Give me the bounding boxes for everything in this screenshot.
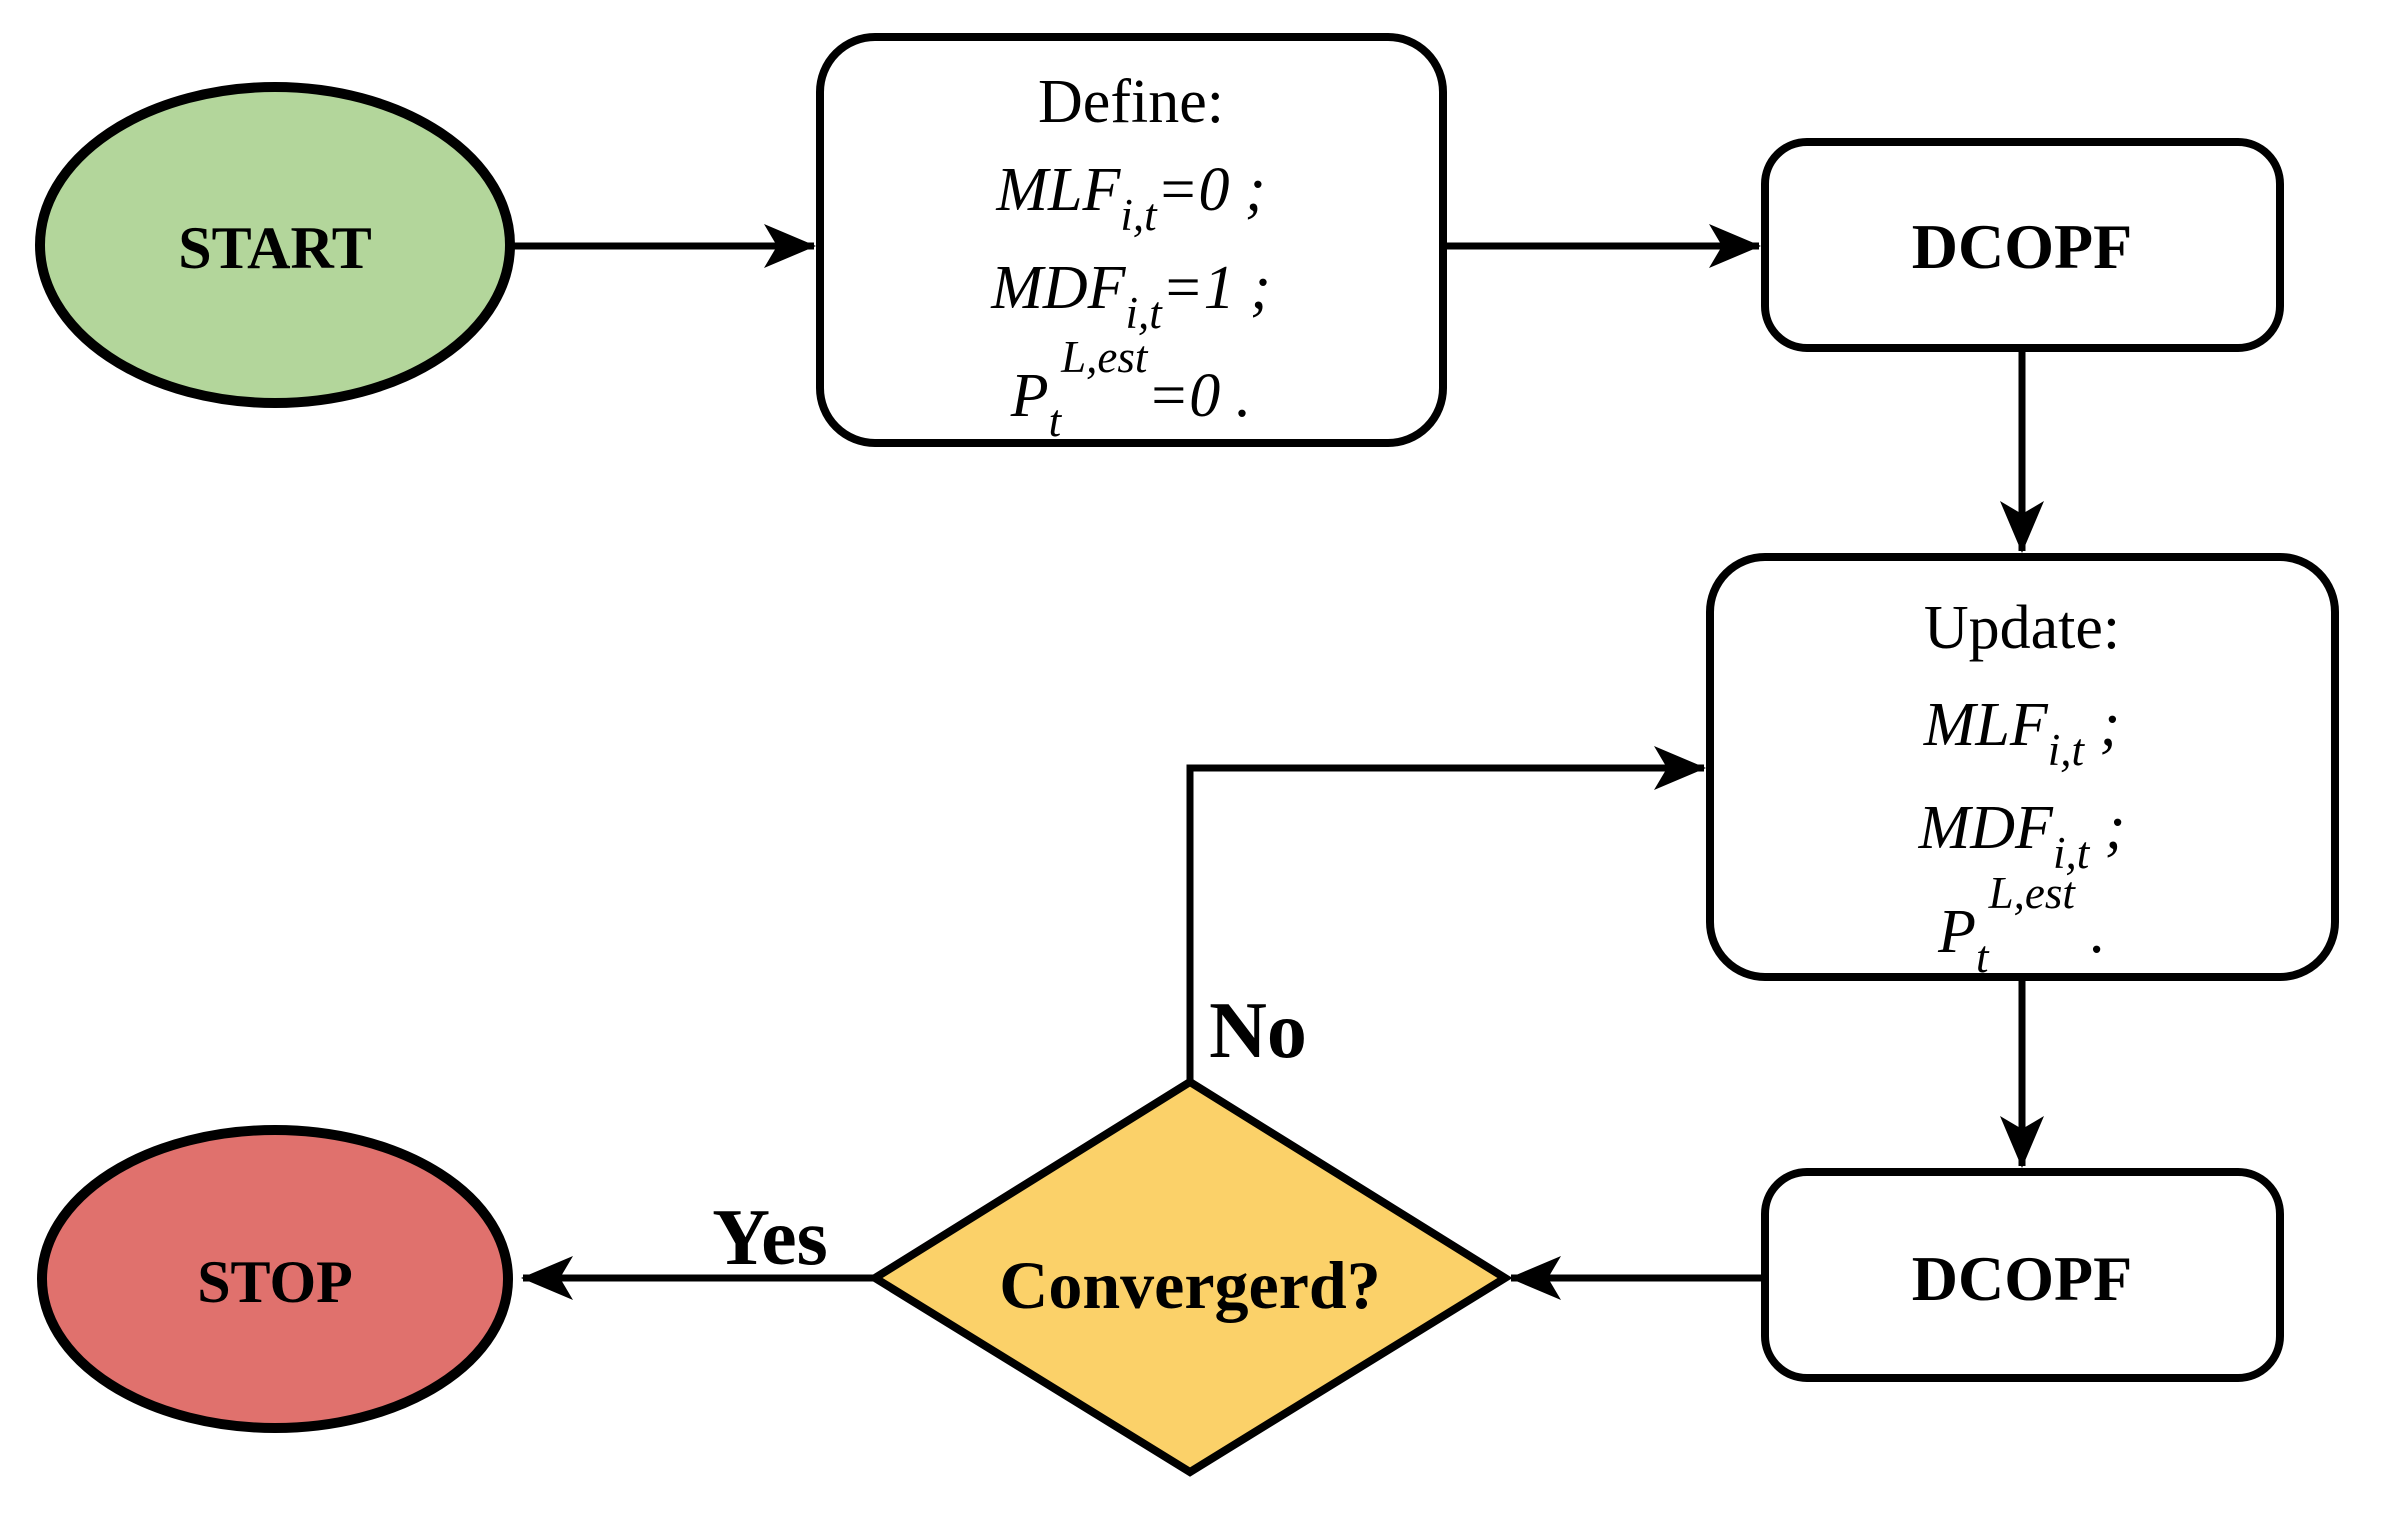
decision-diamond	[867, 1077, 1513, 1477]
stop-label: STOP	[197, 1249, 353, 1315]
define-p-tail: =0 .	[1147, 362, 1251, 430]
update-line-mdf: MDFi,t ;	[1918, 794, 2126, 878]
update-title: Update:	[1924, 594, 2120, 662]
define-line-mdf: MDFi,t=1 ;	[990, 254, 1271, 338]
update-line-p: Pt L,est .	[1937, 868, 2106, 982]
update-p-main: P	[1937, 898, 1976, 966]
no-edge-label: No	[1209, 987, 1307, 1075]
update-mlf-main: MLF	[1923, 691, 2049, 759]
update-mlf-sub: i,t	[2048, 725, 2086, 775]
define-box	[816, 33, 1447, 447]
define-mdf-tail: =1 ;	[1162, 254, 1271, 322]
update-mdf-tail: ;	[2089, 794, 2125, 862]
update-mdf-sub: i,t	[2053, 828, 2091, 878]
dcopf-bottom-box	[1761, 1168, 2284, 1382]
define-mdf-sub: i,t	[1126, 288, 1164, 338]
define-mlf-sub: i,t	[1120, 190, 1158, 240]
define-p-sup: L,est	[1060, 332, 1149, 382]
start-label: START	[178, 215, 372, 281]
decision-label: Convergerd?	[999, 1247, 1380, 1323]
update-line-mlf: MLFi,t ;	[1923, 691, 2120, 775]
define-p-sub: t	[1049, 396, 1063, 446]
define-title: Define:	[1038, 68, 1224, 136]
dcopf-top-box	[1761, 138, 2284, 352]
arrow-no-feedback-to-update	[1186, 746, 1706, 1082]
define-p-main: P	[1010, 362, 1049, 430]
define-line-p: Pt L,est=0 .	[1010, 332, 1252, 446]
update-p-sub: t	[1976, 932, 1990, 982]
define-mlf-tail: =0 ;	[1157, 156, 1266, 224]
define-line-mlf: MLFi,t=0 ;	[995, 156, 1265, 240]
update-p-tail: .	[2075, 898, 2106, 966]
define-mlf-main: MLF	[995, 156, 1121, 224]
dcopf-bottom-label: DCOPF	[1912, 1243, 2132, 1314]
stop-node	[37, 1125, 513, 1433]
start-node	[35, 82, 515, 408]
dcopf-top-label: DCOPF	[1912, 211, 2132, 282]
yes-edge-label: Yes	[712, 1194, 828, 1282]
update-box	[1706, 553, 2339, 981]
define-mdf-main: MDF	[990, 254, 1126, 322]
update-mlf-tail: ;	[2084, 691, 2120, 759]
update-mdf-main: MDF	[1918, 794, 2054, 862]
update-p-sup: L,est	[1988, 868, 2077, 918]
